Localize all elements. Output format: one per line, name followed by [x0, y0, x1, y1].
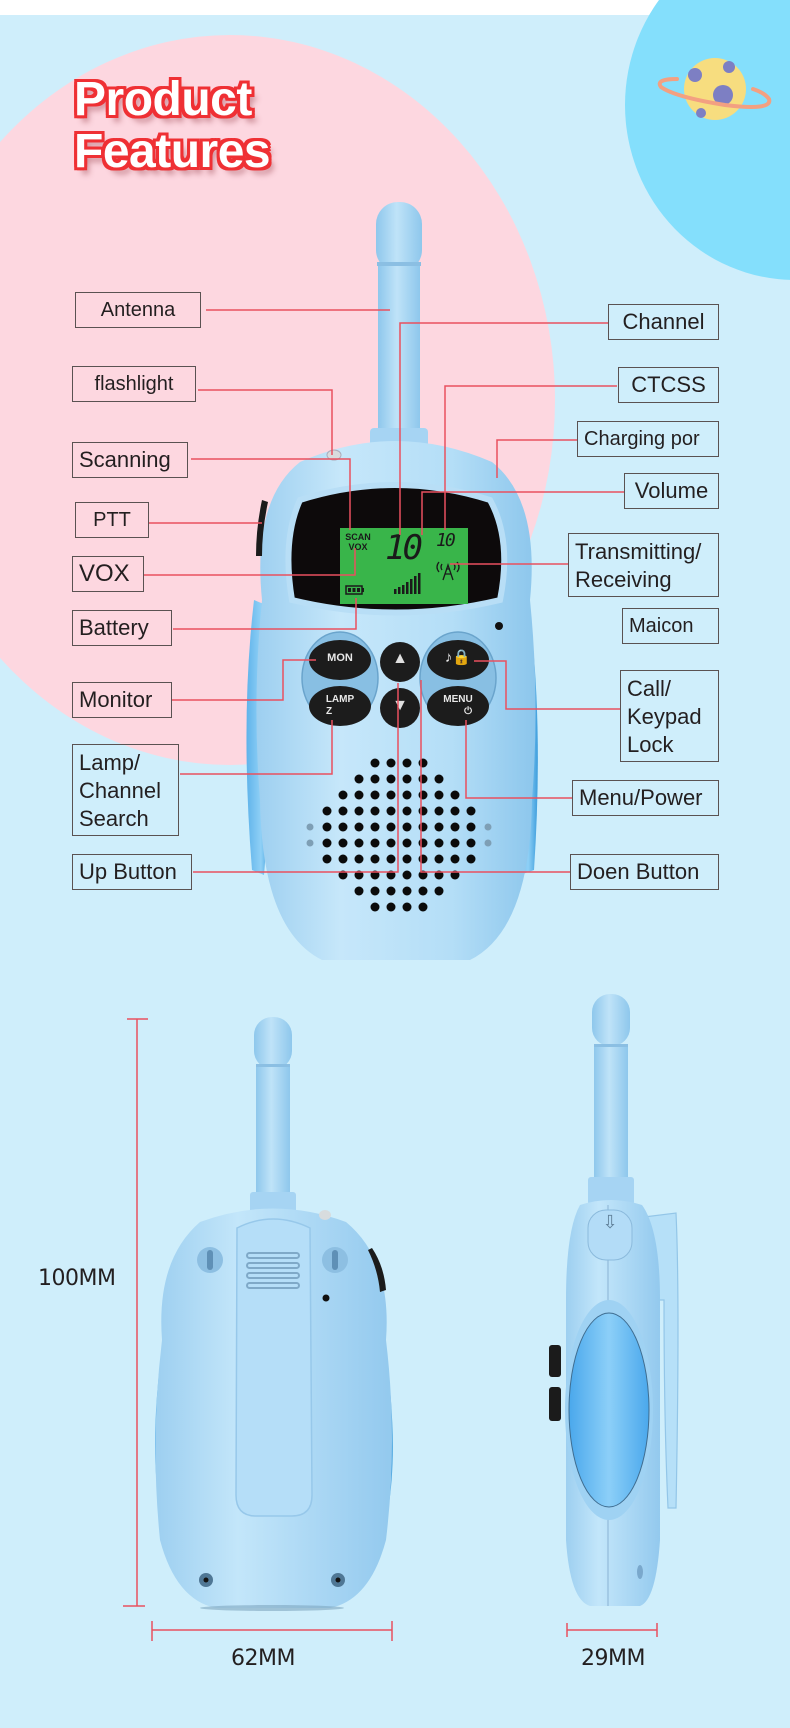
label-call-keypad-lock: Call/ Keypad Lock: [620, 670, 719, 762]
lcd-scan-text: SCAN: [345, 532, 371, 542]
label-menu-power: Menu/Power: [572, 780, 719, 816]
label-ctcss: CTCSS: [618, 367, 719, 403]
lcd-vox-text: VOX: [348, 542, 368, 552]
label-down-button: Doen Button: [570, 854, 719, 890]
title-line-2: Features: [74, 125, 271, 178]
title-line-1: Product: [74, 73, 252, 126]
call-keypad-lock-button[interactable]: ♪🔒: [444, 649, 472, 666]
usb-icon: ⇩: [602, 1212, 618, 1232]
dimension-depth: 29MM: [581, 1646, 645, 1671]
label-channel: Channel: [608, 304, 719, 340]
dimension-height: 100MM: [38, 1266, 116, 1291]
down-button[interactable]: ▼: [392, 697, 408, 714]
label-volume: Volume: [624, 473, 719, 509]
planet-icon: [657, 58, 772, 120]
lamp-icon: Z: [326, 706, 333, 717]
mon-button[interactable]: MON: [327, 652, 353, 664]
lamp-button[interactable]: LAMP Z: [318, 694, 362, 718]
top-white-strip: [0, 0, 790, 15]
label-scanning: Scanning: [72, 442, 188, 478]
label-charging-port: Charging por: [577, 421, 719, 457]
lcd-channel-number: 10: [385, 528, 423, 568]
lamp-button-label: LAMP: [325, 694, 355, 705]
label-monitor: Monitor: [72, 682, 172, 718]
menu-power-button[interactable]: MENU ⏻: [436, 694, 480, 718]
menu-button-label: MENU: [443, 694, 473, 705]
label-transmitting-receiving: Transmitting/ Receiving: [568, 533, 719, 597]
label-lamp-channel-search: Lamp/ Channel Search: [72, 744, 179, 836]
label-up-button: Up Button: [72, 854, 192, 890]
up-button[interactable]: ▲: [392, 650, 408, 667]
dimension-width: 62MM: [231, 1646, 295, 1671]
label-flashlight: flashlight: [72, 366, 196, 402]
power-icon: ⏻: [464, 706, 472, 717]
lcd-ctcss-number: 10: [436, 530, 456, 551]
page-title: Product Features: [74, 73, 271, 178]
label-battery: Battery: [72, 610, 172, 646]
label-vox: VOX: [72, 556, 144, 592]
label-antenna: Antenna: [75, 292, 201, 328]
label-ptt: PTT: [75, 502, 149, 538]
label-maicon: Maicon: [622, 608, 719, 644]
lcd-scan-vox: SCAN VOX: [343, 532, 373, 552]
walkie-talkie-back-and-side-views: [123, 994, 679, 1641]
